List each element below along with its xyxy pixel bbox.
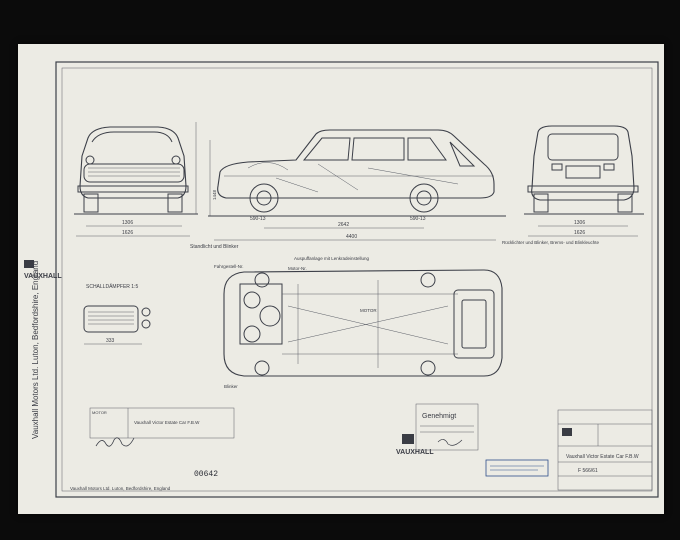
svg-text:Rücklichter und Blinker, Brems: Rücklichter und Blinker, Brems- und Blin… xyxy=(502,240,600,245)
serial-number: 00642 xyxy=(194,470,218,479)
svg-text:Genehmigt: Genehmigt xyxy=(422,413,456,420)
svg-text:2642: 2642 xyxy=(338,222,349,228)
model-info-box: MOTOR Vauxhall Victor Estate Car F.B.W xyxy=(89,407,235,439)
blue-stamp xyxy=(485,459,549,477)
muffler-detail: SCHALLDÄMPFER 1:5 333 xyxy=(83,283,151,345)
drawing-number: F 566/61 xyxy=(578,468,598,474)
svg-text:Fahrgestell-Nr.: Fahrgestell-Nr. xyxy=(214,264,244,269)
svg-text:1448: 1448 xyxy=(212,189,217,200)
footer-address: Vauxhall Motors Ltd. Luton, Bedfordshire… xyxy=(70,486,171,491)
svg-text:1626: 1626 xyxy=(574,230,585,236)
inner-frame xyxy=(61,67,653,492)
vauxhall-logo-left: VAUXHALL xyxy=(24,260,62,280)
blueprint-drawing: Vauxhall Motors Ltd. Luton, Bedfordshire… xyxy=(24,61,659,498)
rear-view: 1306 1626 Rücklichter und Blinker, Brems… xyxy=(502,125,644,245)
svg-text:4400: 4400 xyxy=(346,234,357,240)
vauxhall-logo-center: VAUXHALL xyxy=(396,434,434,456)
svg-text:590-13: 590-13 xyxy=(410,216,426,222)
outer-frame xyxy=(55,61,659,498)
svg-text:Blinker: Blinker xyxy=(224,384,238,389)
svg-text:VAUXHALL: VAUXHALL xyxy=(396,449,434,456)
side-margin-text: Vauxhall Motors Ltd. Luton, Bedfordshire… xyxy=(31,261,40,439)
blueprint-sheet: Vauxhall Motors Ltd. Luton, Bedfordshire… xyxy=(18,44,664,514)
svg-text:1626: 1626 xyxy=(122,230,133,236)
svg-text:MOTOR: MOTOR xyxy=(360,308,377,313)
svg-text:333: 333 xyxy=(106,338,115,344)
svg-text:SCHALLDÄMPFER 1:5: SCHALLDÄMPFER 1:5 xyxy=(86,283,138,290)
signature-left xyxy=(95,437,135,447)
title-model: Vauxhall Victor Estate Car F.B.W xyxy=(566,454,639,460)
svg-text:Auspuffanlage mit Lenkradeinst: Auspuffanlage mit Lenkradeinstellung xyxy=(294,256,369,261)
chassis-top-view: Fahrgestell-Nr. Auspuffanlage mit Lenkra… xyxy=(214,256,503,389)
svg-text:VAUXHALL: VAUXHALL xyxy=(24,273,62,280)
svg-text:1306: 1306 xyxy=(574,220,585,226)
svg-text:Vauxhall Victor Estate Car F.B: Vauxhall Victor Estate Car F.B.W xyxy=(134,420,200,425)
side-view: 590-13 590-13 2642 4400 1448 xyxy=(208,129,506,241)
front-view: 1306 1626 Standlicht und Blinker xyxy=(74,122,239,250)
svg-text:1306: 1306 xyxy=(122,220,133,226)
svg-text:Motor-Nr.: Motor-Nr. xyxy=(288,266,307,271)
svg-text:Standlicht und Blinker: Standlicht und Blinker xyxy=(190,244,239,250)
svg-text:590-13: 590-13 xyxy=(250,216,266,222)
title-block: Vauxhall Victor Estate Car F.B.W F 566/6… xyxy=(557,409,653,491)
approval-stamp: Genehmigt xyxy=(415,403,479,451)
svg-text:MOTOR: MOTOR xyxy=(92,410,107,415)
